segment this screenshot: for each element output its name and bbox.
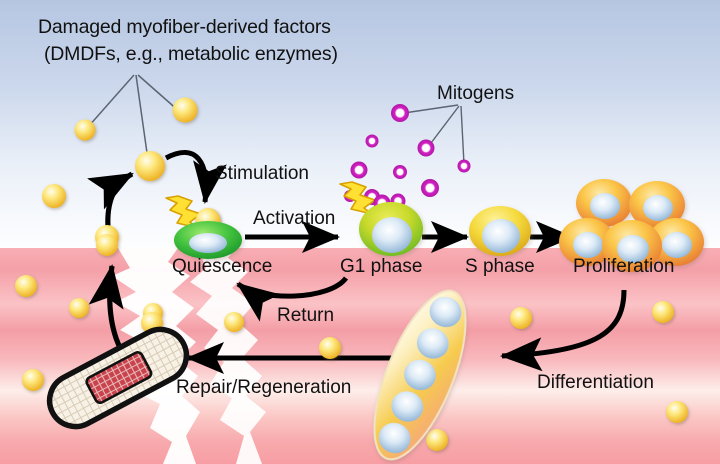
process-label-repair-regeneration: Repair/Regeneration <box>176 377 352 398</box>
mitogen-particle <box>391 104 409 122</box>
bandage-wound-patch <box>85 351 153 404</box>
callout-leader-lines <box>87 74 181 161</box>
dmdf-particle <box>69 298 89 318</box>
mitogen-leader-1 <box>403 104 459 114</box>
proliferating-cell <box>559 218 615 266</box>
dmdf-particle <box>666 401 688 423</box>
dmdf-particle <box>135 151 165 181</box>
dmdf-particle-group <box>15 97 688 451</box>
s-phase-cell <box>469 206 531 256</box>
mitogen-particle <box>457 159 471 173</box>
myotube-nucleus <box>429 296 462 328</box>
process-label-return: Return <box>277 305 335 326</box>
arrow-stimulation <box>164 150 227 204</box>
dmdf-particle <box>426 429 448 451</box>
mitogens-callout: Mitogens <box>437 83 515 104</box>
dmdf-leader-2 <box>135 74 149 161</box>
mitogen-particle <box>393 165 407 179</box>
proliferating-cell-cluster <box>559 179 704 272</box>
differentiated-myotube <box>373 289 467 461</box>
g1-cell-nucleus <box>372 217 412 253</box>
s-cell-nucleus <box>482 219 520 253</box>
mitogen-particle <box>350 161 368 179</box>
dmdf-callout-line1: Damaged myofiber-derived factors <box>38 16 331 38</box>
process-label-differentiation: Differentiation <box>537 372 654 393</box>
process-label-stimulation: Stimulation <box>215 163 309 184</box>
myotube-nucleus <box>404 359 436 391</box>
cell-nucleus <box>573 232 603 258</box>
cell-nucleus <box>590 193 620 219</box>
lightning-bolt-icon <box>339 181 376 215</box>
stage-label-g1-phase: G1 phase <box>340 256 423 277</box>
proliferating-cell <box>602 220 662 272</box>
quiescent-cell-nucleus <box>189 233 227 253</box>
mitogen-particle <box>417 139 435 157</box>
dmdf-particle <box>652 301 674 323</box>
arrow-differentiation <box>500 289 627 372</box>
dmdf-particle <box>96 234 118 256</box>
cell-nucleus <box>662 232 692 258</box>
mitogen-leader-2 <box>427 105 460 148</box>
dmdf-leader-3 <box>137 74 181 113</box>
g1-phase-cell <box>339 181 423 256</box>
dmdf-particle <box>42 184 66 208</box>
dmdf-particle <box>224 312 244 332</box>
myotube-nucleus <box>416 328 449 359</box>
dmdf-particle <box>510 307 532 329</box>
cell-nucleus <box>643 195 673 221</box>
process-label-activation: Activation <box>253 208 336 229</box>
stage-label-proliferation: Proliferation <box>573 256 675 277</box>
dmdf-particle <box>15 275 37 297</box>
mitogen-particle <box>365 134 379 148</box>
dmdf-callout-line2: (DMDFs, e.g., metabolic enzymes) <box>44 43 338 65</box>
quiescent-cell <box>165 195 242 259</box>
stage-label-s-phase: S phase <box>465 256 535 277</box>
myotube-nucleus <box>391 391 424 422</box>
proliferating-cell <box>648 218 704 266</box>
cell-nucleus <box>617 235 649 263</box>
dmdf-particle <box>22 369 44 391</box>
mitogen-leader-3 <box>460 105 465 165</box>
dmdf-leader-1 <box>87 74 135 128</box>
dmdf-particle <box>319 337 341 359</box>
arrow-return <box>236 276 349 322</box>
stage-label-quiescence: Quiescence <box>172 256 273 277</box>
mitogen-leader-lines <box>403 104 465 165</box>
repaired-myofiber <box>46 326 190 430</box>
proliferating-cell <box>576 179 632 227</box>
proliferating-cell <box>629 181 685 229</box>
mitogen-particle <box>421 179 439 197</box>
myotube-nucleus <box>378 422 411 454</box>
dmdf-particle <box>172 97 198 123</box>
dmdf-particle <box>74 119 96 141</box>
